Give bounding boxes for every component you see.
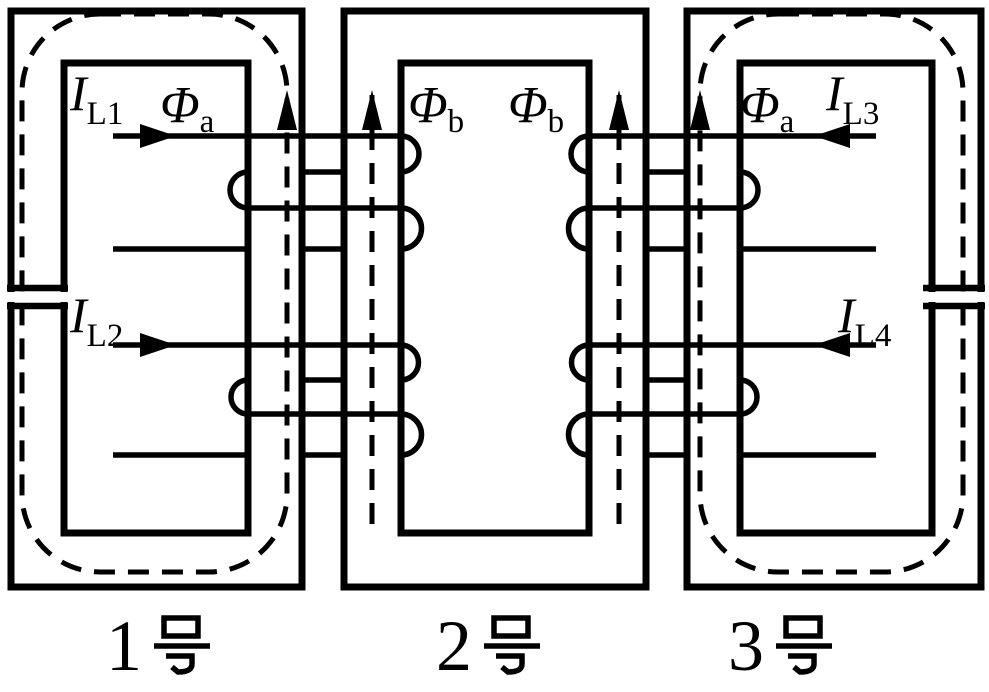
label-flux-phi-b-right: Φb [508,77,564,140]
flux-arrow-core3-icon [690,90,710,130]
core-2-outer-outline [340,7,650,591]
label-flux-phi-b-left: Φb [408,77,464,140]
caption-core-2-number: 2 [436,606,472,686]
hao-suffix-glyph-3 [776,615,832,675]
label-flux-phi-a-core3: Φa [740,77,795,140]
winding-coil-il3 [565,133,876,252]
current-arrow-il3-icon [814,124,850,148]
caption-core-1: 1 [106,606,210,686]
core-1-air-gap [2,292,70,302]
flux-loop-core-1 [19,11,290,575]
core-2 [340,7,650,591]
current-arrow-il1-icon [140,124,176,148]
hao-suffix-glyph-2 [484,615,540,675]
flux-loop-core-3 [697,11,966,575]
caption-core-3: 3 [728,606,832,686]
core-3 [683,7,988,591]
core-1 [2,7,306,591]
core-2-window [397,59,593,537]
label-current-il2: IL2 [69,287,123,354]
caption-core-2: 2 [436,606,540,686]
flux-arrow-core1-icon [277,90,297,130]
flux-arrow-core2-right-icon [609,90,629,130]
hao-suffix-glyph-1 [154,615,210,675]
core-3-air-gap [920,292,988,302]
label-flux-phi-a-core1: Φa [160,77,215,140]
label-current-il1: IL1 [69,65,123,132]
winding-coil-il2 [113,342,425,458]
winding-coil-il1 [113,133,425,252]
caption-core-3-number: 3 [728,606,764,686]
flux-arrow-core2-left-icon [362,90,382,130]
winding-coil-il4 [565,342,876,458]
current-arrow-il2-icon [140,333,176,357]
caption-core-1-number: 1 [106,606,142,686]
label-current-il4: IL4 [837,287,891,354]
current-arrow-il4-icon [814,333,850,357]
label-current-il3: IL3 [825,65,879,132]
